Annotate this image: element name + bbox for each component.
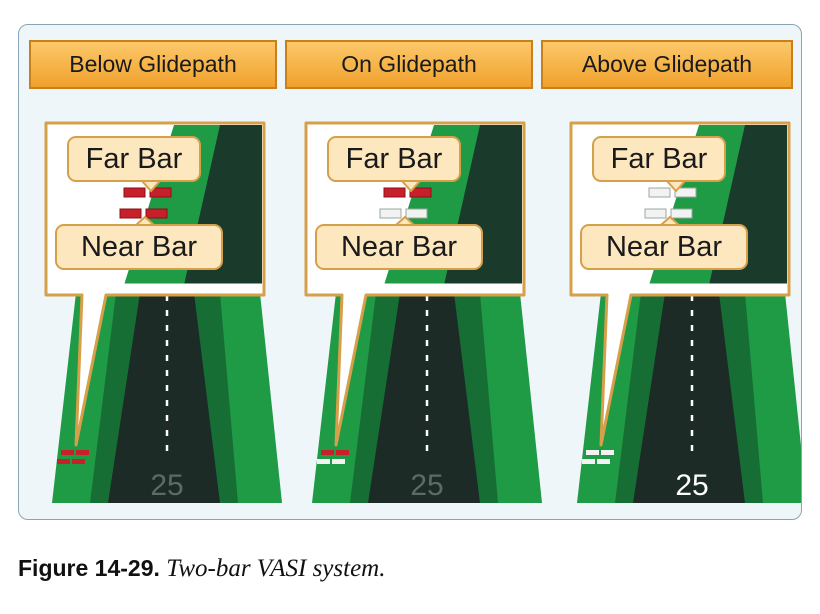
near-bar-label: Near Bar xyxy=(606,231,722,263)
near-bar-label-pointer xyxy=(133,215,157,226)
far-bar-label: Far Bar xyxy=(86,143,183,175)
far-bar-light-left xyxy=(648,187,671,198)
runway-number: 25 xyxy=(410,469,443,502)
near-bar-light-left xyxy=(644,208,667,219)
near-bar-light-left xyxy=(379,208,402,219)
caption-text: Two-bar VASI system. xyxy=(166,555,386,582)
runway-number: 25 xyxy=(675,469,708,502)
far-light-left xyxy=(586,450,599,455)
runway-number: 25 xyxy=(150,469,183,502)
far-bar-light-right xyxy=(674,187,697,198)
far-light-left xyxy=(61,450,74,455)
runway xyxy=(633,293,745,503)
far-bar-light-left xyxy=(123,187,146,198)
near-bar-label-pointer xyxy=(658,215,682,226)
far-light-right xyxy=(601,450,614,455)
far-bar-label-box xyxy=(67,136,201,182)
vasi-figure: Below Glidepath On Glidepath Above Glide… xyxy=(18,24,802,520)
far-bar-label-pointer xyxy=(399,180,423,193)
far-bar-label-pointer xyxy=(139,180,163,193)
near-bar-light-right xyxy=(145,208,168,219)
near-light-right xyxy=(72,459,85,464)
far-bar-label-pointer xyxy=(664,180,688,193)
far-bar-light-left xyxy=(383,187,406,198)
figure-caption: Figure 14-29. Two-bar VASI system. xyxy=(18,555,385,583)
far-bar-light-right xyxy=(149,187,172,198)
near-light-right xyxy=(332,459,345,464)
near-bar-label: Near Bar xyxy=(81,231,197,263)
near-bar-light-left xyxy=(119,208,142,219)
near-light-right xyxy=(597,459,610,464)
near-bar-light-right xyxy=(670,208,693,219)
far-bar-label-box xyxy=(327,136,461,182)
far-light-right xyxy=(336,450,349,455)
near-bar-light-right xyxy=(405,208,428,219)
near-bar-label: Near Bar xyxy=(341,231,457,263)
far-bar-label-box xyxy=(592,136,726,182)
runway xyxy=(108,293,220,503)
header-below-glidepath: Below Glidepath xyxy=(29,40,277,89)
near-light-left xyxy=(57,459,70,464)
near-bar-label-pointer xyxy=(393,215,417,226)
far-bar-label: Far Bar xyxy=(611,143,708,175)
far-bar-light-right xyxy=(409,187,432,198)
header-on-glidepath: On Glidepath xyxy=(285,40,533,89)
near-light-left xyxy=(582,459,595,464)
far-light-right xyxy=(76,450,89,455)
header-above-glidepath: Above Glidepath xyxy=(541,40,793,89)
caption-number: Figure 14-29. xyxy=(18,555,160,581)
near-light-left xyxy=(317,459,330,464)
far-bar-label: Far Bar xyxy=(346,143,443,175)
runway xyxy=(368,293,480,503)
far-light-left xyxy=(321,450,334,455)
